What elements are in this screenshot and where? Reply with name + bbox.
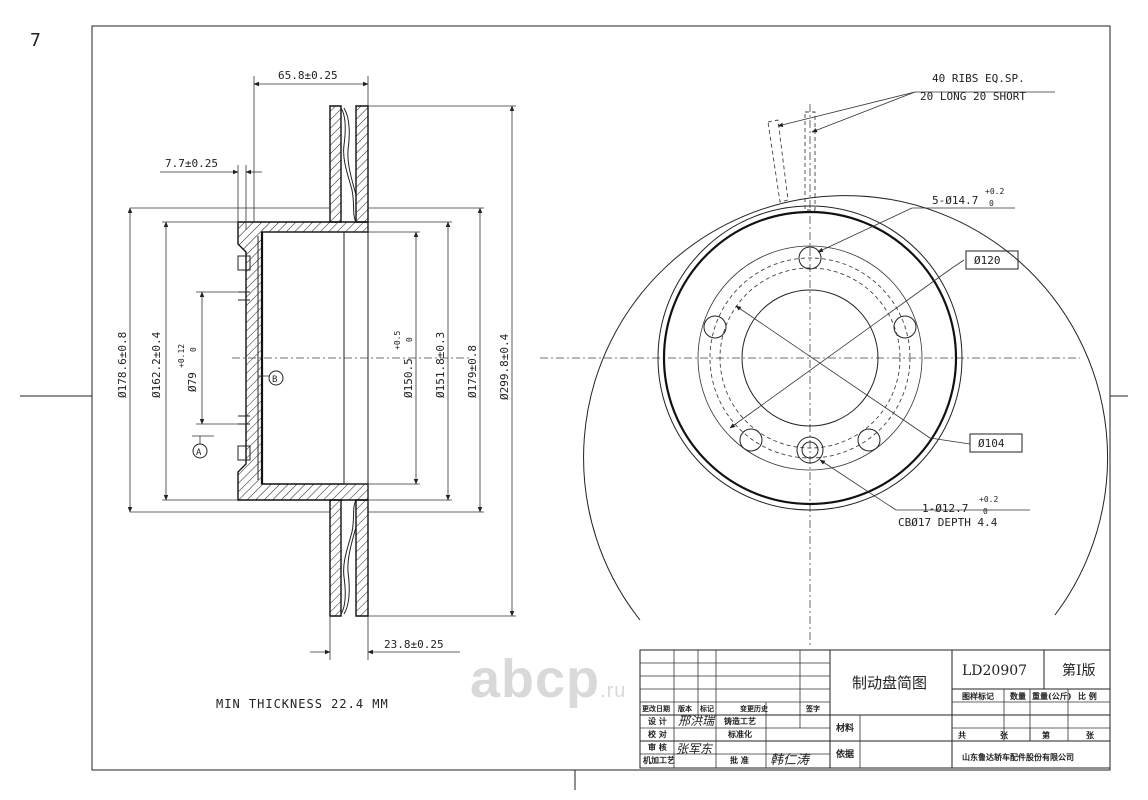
ribs-note-line1: 40 RIBS EQ.SP.	[932, 72, 1025, 85]
signature-reviewer: 张军东	[676, 742, 714, 756]
title-block: 制动盘简图 LD20907 第Ⅰ版 图样标记 数量 重量(公斤) 比 例 更改日…	[639, 649, 1111, 769]
drawing-number: LD20907	[962, 663, 1027, 679]
bolt-holes-tol-upper: +0.2	[985, 187, 1004, 196]
basis-label: 依据	[836, 748, 854, 760]
company-name: 山东鲁达轿车配件股份有限公司	[962, 752, 1074, 762]
counterbore-label: CBØ17 DEPTH 4.4	[898, 516, 998, 529]
part-name: 制动盘简图	[852, 674, 927, 692]
col-stage-mark: 图样标记	[962, 691, 994, 701]
rev-version: 版本	[678, 704, 692, 713]
dim-dia-178: Ø178.6±0.8	[116, 332, 129, 398]
total-sheets: 共	[958, 730, 966, 740]
sheet-label-a: 张	[1000, 730, 1009, 740]
rev-history: 变更历史	[740, 704, 769, 713]
dim-dia-150: Ø150.5	[402, 358, 415, 398]
dim-dia-79-tol-upper: +0.12	[177, 344, 186, 368]
dim-dia-150-tol-upper: +0.5	[393, 331, 402, 350]
approve-label: 批 准	[730, 755, 749, 765]
pcd-120-label: Ø120	[974, 254, 1001, 267]
dim-dia-179: Ø179±0.8	[466, 345, 479, 398]
bolt-holes-label: 5-Ø14.7	[932, 194, 978, 207]
dim-flange: 7.7±0.25	[165, 157, 218, 170]
check-label: 校 对	[648, 729, 667, 739]
edition: 第Ⅰ版	[1062, 662, 1096, 679]
ribs-note-line2: 20 LONG 20 SHORT	[920, 90, 1026, 103]
pcd-104-label: Ø104	[978, 437, 1005, 450]
centering-hole-tol-upper: +0.2	[979, 495, 998, 504]
dim-dia-79: Ø79	[186, 372, 199, 392]
signature-designer: 邢洪瑞	[678, 714, 716, 728]
dim-dia-150-tol-lower: 0	[405, 337, 414, 342]
sheet-number: 第	[1042, 730, 1050, 740]
process-label: 机加工艺	[643, 755, 675, 765]
material-label: 材料	[835, 722, 854, 734]
design-label: 设 计	[648, 716, 667, 726]
drawing-frame: 7	[20, 25, 1128, 790]
rev-mark: 标记	[699, 704, 714, 713]
datum-b-label: B	[272, 375, 277, 385]
col-scale: 比 例	[1078, 691, 1097, 701]
col-quantity: 数量	[1010, 691, 1026, 701]
standard-label: 标准化	[727, 729, 752, 739]
datum-a-label: A	[196, 448, 202, 458]
review-label: 审 核	[648, 742, 667, 752]
bolt-holes-tol-lower: 0	[989, 199, 994, 208]
dim-overall-width: 65.8±0.25	[278, 69, 338, 82]
centering-hole-tol-lower: 0	[983, 507, 988, 516]
dim-dia-79-tol-lower: 0	[189, 347, 198, 352]
rev-sign: 签字	[805, 704, 820, 713]
centering-hole-label: 1-Ø12.7	[922, 502, 968, 515]
section-view: 65.8±0.25 7.7±0.25 23.8±0.25 Ø178.6±0.8 …	[116, 69, 516, 711]
dim-dia-151: Ø151.8±0.3	[434, 332, 447, 398]
dim-rotor-thickness: 23.8±0.25	[384, 638, 444, 651]
front-view: 40 RIBS EQ.SP. 20 LONG 20 SHORT 5-Ø14.7 …	[540, 72, 1109, 645]
watermark-brand: abcp	[470, 649, 601, 709]
casting-label: 铸造工艺	[724, 716, 756, 726]
col-weight: 重量(公斤)	[1032, 691, 1072, 701]
watermark-logo: abcp.ru	[470, 648, 626, 710]
sheet-label-b: 张	[1086, 730, 1095, 740]
watermark-suffix: .ru	[600, 680, 627, 702]
min-thickness-note: MIN THICKNESS 22.4 MM	[216, 697, 389, 711]
signature-approver: 韩仁涛	[770, 753, 811, 768]
dim-dia-162: Ø162.2±0.4	[150, 331, 163, 398]
corner-mark: 7	[30, 30, 41, 51]
rev-date: 更改日期	[642, 704, 670, 713]
dim-dia-299: Ø299.8±0.4	[498, 333, 511, 400]
